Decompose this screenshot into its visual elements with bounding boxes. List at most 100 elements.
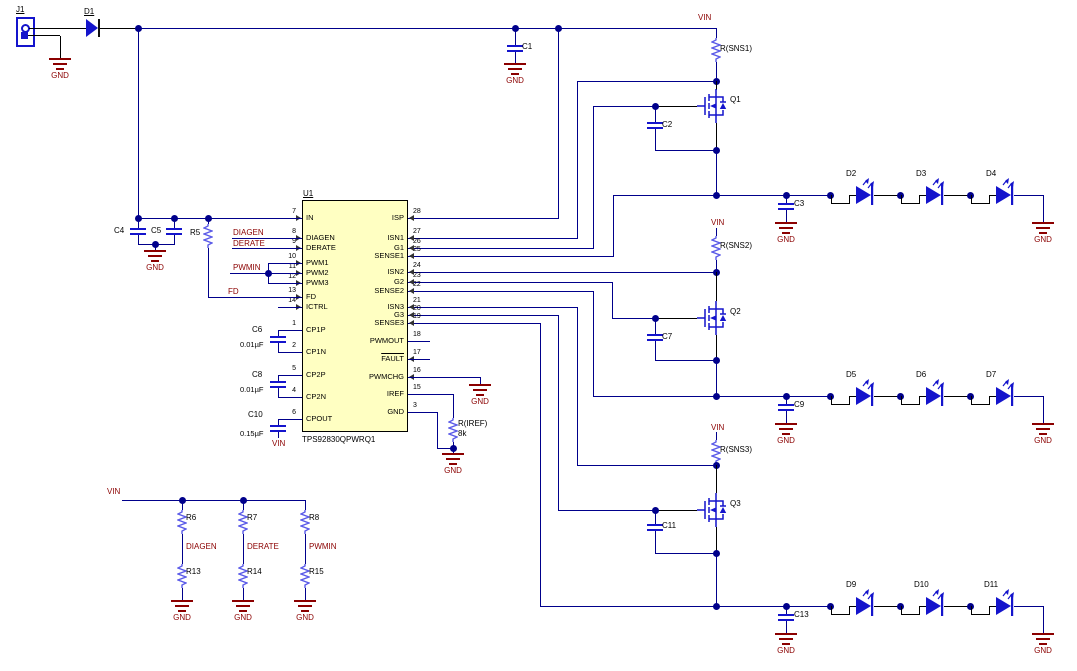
wire-loop <box>901 404 920 405</box>
wire-g1 <box>408 248 593 249</box>
wire <box>1043 606 1044 633</box>
pin-name: ICTRL <box>306 302 328 311</box>
pin-name: SENSE1 <box>374 251 404 260</box>
wire <box>716 432 717 440</box>
diagen-net-label: DIAGEN <box>233 228 264 237</box>
pin-name: SENSE3 <box>374 318 404 327</box>
wire <box>182 588 183 600</box>
wire-led-row2 <box>716 396 832 397</box>
wire <box>655 553 716 554</box>
pin-arrow-icon <box>409 269 414 275</box>
wire <box>278 330 302 331</box>
wire <box>716 272 717 301</box>
pin-number: 22 <box>413 281 421 288</box>
pin-name: G1 <box>393 243 404 252</box>
wire-isn3 <box>577 465 717 466</box>
junction-dot <box>897 192 904 199</box>
mosfet-q2 <box>697 301 733 335</box>
wire-loop <box>831 614 850 615</box>
led-d2 <box>856 175 880 209</box>
wire <box>786 411 787 423</box>
pin-number: 28 <box>413 208 421 215</box>
pin-name: DIAGEN <box>306 233 335 242</box>
pin-name: CP1P <box>306 325 326 334</box>
c6-value: 0.01µF <box>240 340 264 349</box>
pin-name: CP2N <box>306 392 327 401</box>
pin-name: ISP <box>391 213 404 222</box>
pin-name: CP1N <box>306 347 327 356</box>
wire <box>278 388 279 397</box>
connector-j1 <box>16 17 35 47</box>
wire <box>944 195 971 196</box>
wire-sense3 <box>540 606 716 607</box>
c7-label: C7 <box>662 332 673 341</box>
pwmin-net-label: PWMIN <box>309 542 337 551</box>
gnd-label: GND <box>51 71 69 80</box>
wire-loop <box>971 404 990 405</box>
wire <box>100 28 138 29</box>
r5-label: R5 <box>190 228 201 237</box>
wire-g1 <box>655 106 697 107</box>
wire <box>850 396 856 397</box>
wire-loop <box>989 396 990 405</box>
wire <box>716 527 717 553</box>
pin-arrow-icon <box>409 312 414 318</box>
wire <box>278 352 302 353</box>
wire-loop <box>831 203 850 204</box>
wire-sense1 <box>613 195 716 196</box>
wire <box>655 129 656 150</box>
pin-name: DERATE <box>306 243 336 252</box>
wire <box>28 35 60 36</box>
led-d7 <box>996 376 1020 410</box>
c8-label: C8 <box>252 370 263 379</box>
wire <box>850 195 856 196</box>
gnd-label: GND <box>146 263 164 272</box>
led-d11 <box>996 586 1020 620</box>
junction-dot <box>967 603 974 610</box>
pin-arrow-icon <box>409 279 414 285</box>
d10-label: D10 <box>914 580 929 589</box>
gnd-label: GND <box>1034 646 1052 655</box>
d9-label: D9 <box>846 580 857 589</box>
rsns3-label: R(SNS3) <box>720 445 753 454</box>
pin-number: 7 <box>292 208 296 215</box>
wire <box>786 396 787 404</box>
wire-led-row3 <box>716 606 832 607</box>
wire <box>716 228 717 236</box>
wire-derate <box>232 248 302 249</box>
wire <box>874 396 901 397</box>
wire-loop <box>901 203 920 204</box>
wire-pwmin <box>268 283 302 284</box>
wire-loop <box>971 203 990 204</box>
wire-sense3 <box>540 323 541 606</box>
wire <box>60 36 61 58</box>
wire-loop <box>901 614 920 615</box>
wire-sense1 <box>408 256 613 257</box>
pin-number: 26 <box>413 238 421 245</box>
pin-number: 15 <box>413 384 421 391</box>
c11-label: C11 <box>662 521 677 530</box>
wire <box>786 606 787 614</box>
wire <box>716 123 717 150</box>
mosfet-q1 <box>697 89 733 123</box>
pin-arrow-icon <box>409 245 414 251</box>
pin-name: G3 <box>393 310 404 319</box>
pin-number: 14 <box>288 297 296 304</box>
resistor-riref <box>448 418 458 442</box>
wire-led-row1 <box>716 195 832 196</box>
wire-loop <box>971 606 972 615</box>
u1-part-label: TPS92830QPWRQ1 <box>302 435 376 444</box>
wire-loop <box>989 606 990 615</box>
wire <box>1014 606 1044 607</box>
pin-number: 1 <box>292 320 296 327</box>
pin-arrow-icon <box>409 235 414 241</box>
pin-name: CP2P <box>306 370 326 379</box>
wire <box>278 343 279 352</box>
wire <box>786 210 787 222</box>
wire <box>1043 396 1044 423</box>
wire <box>716 553 717 607</box>
d11-label: D11 <box>984 580 999 589</box>
wire <box>920 396 926 397</box>
c10-value: 0.15µF <box>240 429 264 438</box>
